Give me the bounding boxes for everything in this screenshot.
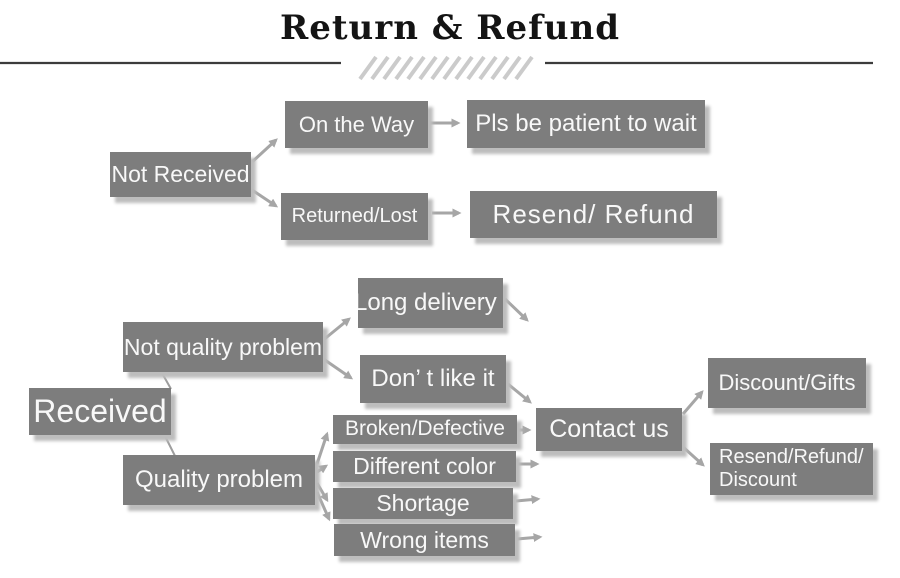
node-not-quality-problem: Not quality problem bbox=[123, 322, 323, 372]
node-different-color: Different color bbox=[333, 451, 516, 482]
node-long-delivery: Long delivery bbox=[358, 278, 503, 328]
node-wrong-items: Wrong items bbox=[334, 524, 515, 556]
page-title: Return & Refund bbox=[279, 8, 621, 48]
node-discount-gifts: Discount/Gifts bbox=[708, 358, 866, 408]
node-received: Received bbox=[29, 388, 171, 435]
node-quality-problem: Quality problem bbox=[123, 455, 315, 505]
hatch-decoration bbox=[358, 55, 534, 81]
flow-arrows bbox=[161, 118, 705, 543]
node-pls-be-patient: Pls be patient to wait bbox=[467, 100, 705, 148]
node-resend-refund-discount: Resend/Refund/ Discount bbox=[710, 443, 873, 495]
node-contact-us: Contact us bbox=[536, 408, 682, 451]
node-returned-lost: Returned/Lost bbox=[281, 193, 428, 240]
node-broken-defective: Broken/Defective bbox=[333, 415, 517, 444]
node-shortage: Shortage bbox=[333, 488, 513, 519]
node-on-the-way: On the Way bbox=[285, 101, 428, 148]
node-dont-like-it: Don’ t like it bbox=[360, 355, 506, 403]
node-not-received: Not Received bbox=[110, 152, 251, 197]
node-resend-refund: Resend/ Refund bbox=[470, 191, 717, 238]
